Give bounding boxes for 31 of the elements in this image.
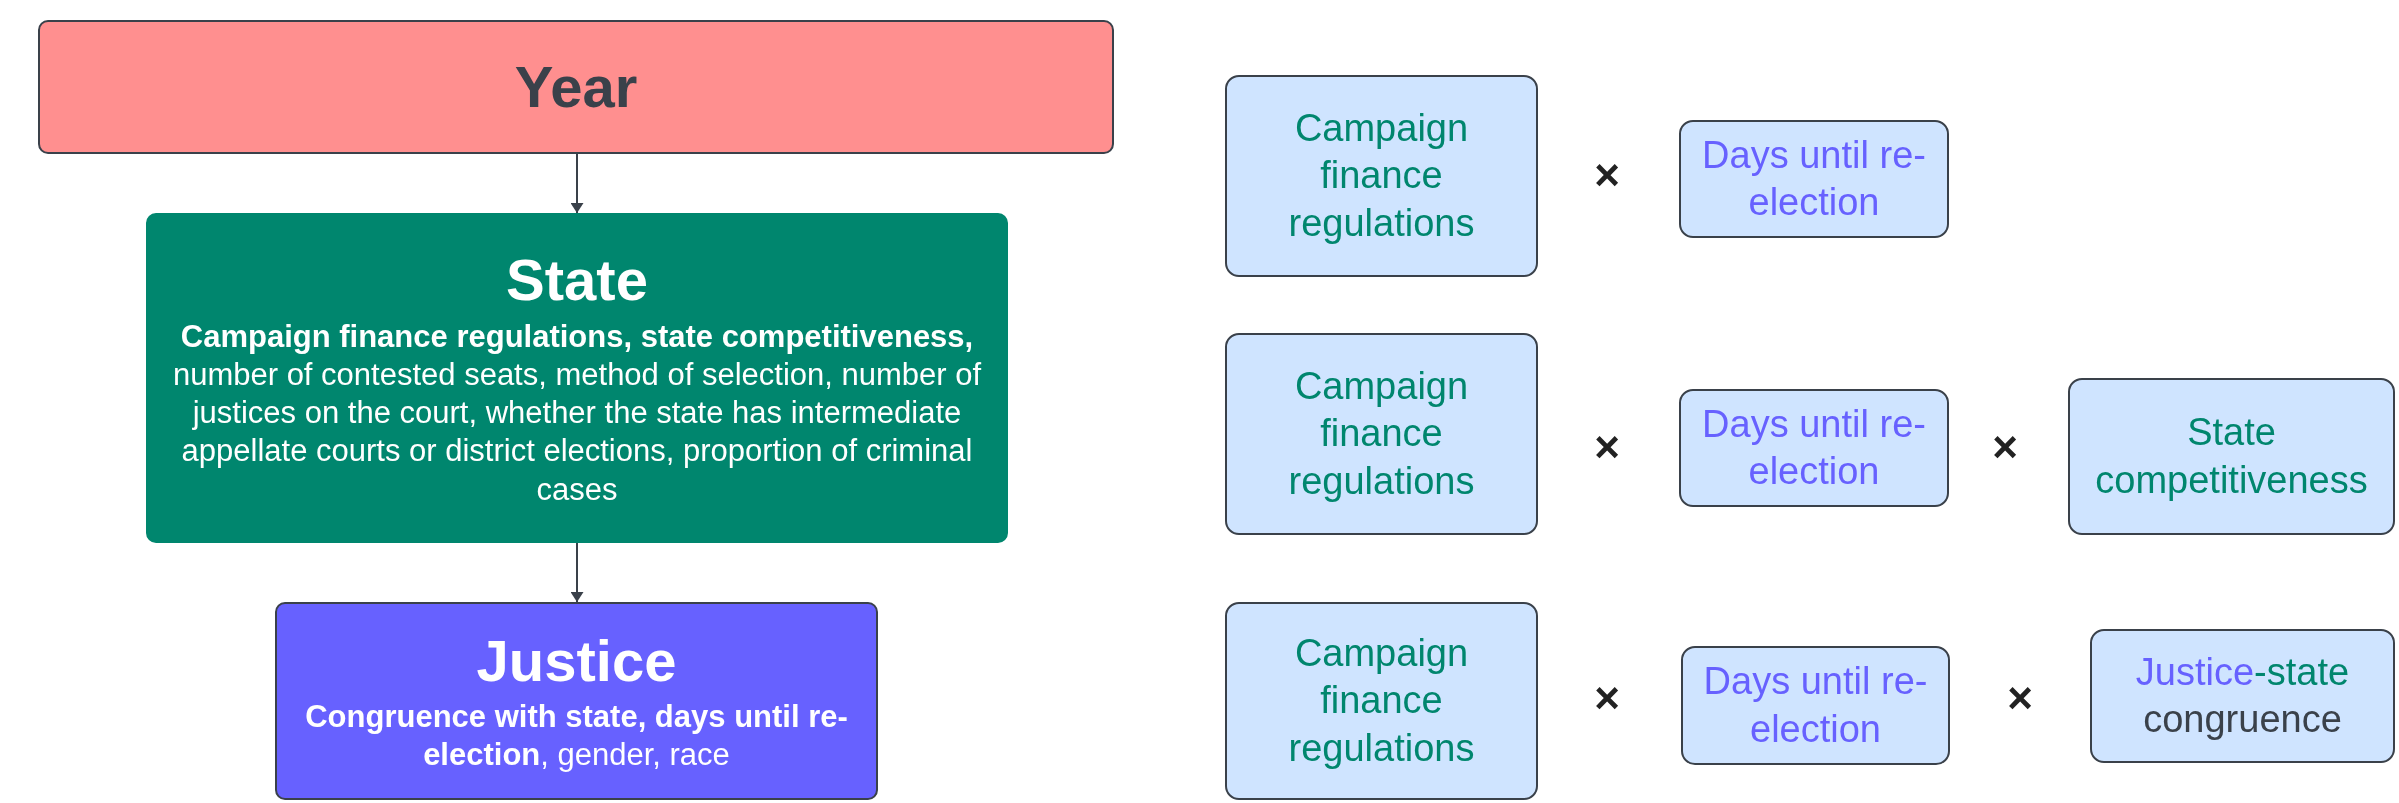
arrow: [572, 542, 582, 603]
variable-box: [1225, 602, 1538, 800]
variable-text: Days until re-election: [1703, 659, 1928, 752]
variable-box: [1679, 389, 1949, 507]
variable-box: [2090, 629, 2395, 763]
variable-text: Campaign finance regulations: [1287, 106, 1476, 246]
variable-text: Days until re-election: [1701, 401, 1927, 494]
multiplication-sign: ×: [1992, 425, 2018, 469]
variable-box: [1225, 333, 1538, 535]
box-heading: Justice: [476, 627, 677, 695]
box-heading: State: [506, 247, 648, 315]
variable-text: State competitiveness: [2094, 410, 2369, 503]
variable-box: [1679, 120, 1949, 238]
variable-text: Campaign finance regulations: [1287, 631, 1476, 771]
variable-box: [1681, 646, 1950, 765]
variable-text: Days until re-election: [1701, 132, 1927, 225]
variable-text: Justice-state congruence: [2134, 649, 2351, 742]
variable-text: Campaign finance regulations: [1287, 364, 1476, 504]
multiplication-sign: ×: [1594, 425, 1620, 469]
box-description: Congruence with state, days until re-election, gender, race: [304, 698, 849, 775]
multiplication-sign: ×: [1594, 676, 1620, 720]
year-box: [38, 20, 1114, 154]
justice-box: [275, 602, 878, 800]
multiplication-sign: ×: [2007, 676, 2033, 720]
arrow: [572, 153, 582, 214]
variable-box: [1225, 75, 1538, 277]
box-heading: Year: [514, 53, 638, 121]
state-box: [146, 213, 1008, 543]
box-description: Campaign finance regulations, state competitiveness, number of contested seats, method of selection, number of justices on the court, whether the state has intermediate appellate courts or district elections, proportion of criminal cases: [171, 318, 983, 509]
multiplication-sign: ×: [1594, 153, 1620, 197]
variable-box: [2068, 378, 2395, 535]
